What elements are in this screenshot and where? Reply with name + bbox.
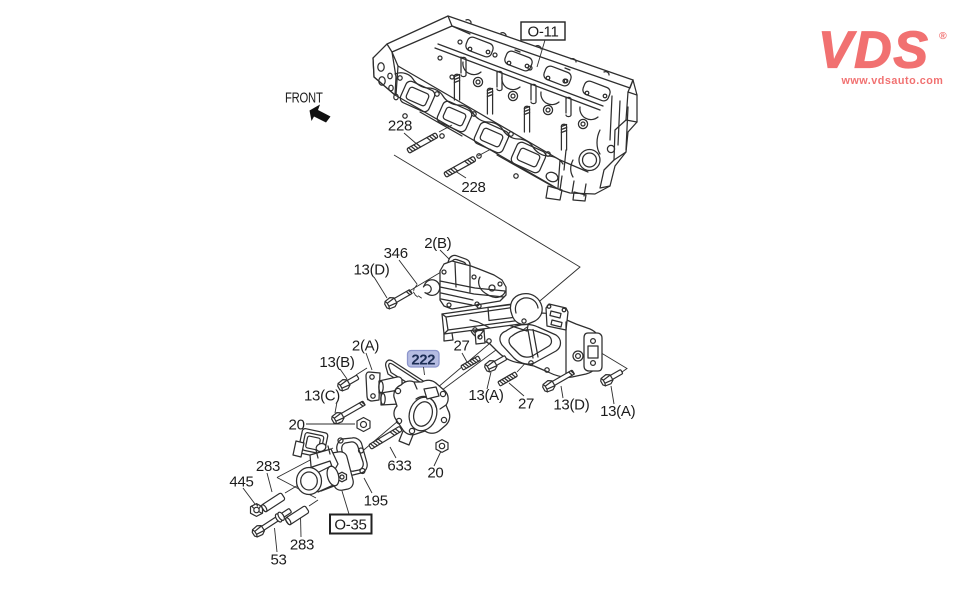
svg-text:®: ® <box>939 30 947 42</box>
svg-text:13(A): 13(A) <box>468 387 503 404</box>
svg-text:20: 20 <box>289 417 305 434</box>
svg-text:20: 20 <box>427 465 443 482</box>
svg-text:283: 283 <box>290 537 314 554</box>
svg-text:VDS: VDS <box>818 22 929 80</box>
svg-text:283: 283 <box>256 458 280 475</box>
svg-text:FRONT: FRONT <box>285 89 323 106</box>
svg-text:13(C): 13(C) <box>304 388 340 405</box>
svg-text:13(A): 13(A) <box>600 403 635 420</box>
svg-text:2(B): 2(B) <box>424 235 451 252</box>
svg-text:2(A): 2(A) <box>352 338 379 355</box>
svg-text:27: 27 <box>518 396 534 413</box>
svg-text:13(B): 13(B) <box>319 354 354 371</box>
svg-text:www.vdsauto.com: www.vdsauto.com <box>841 75 944 87</box>
svg-text:228: 228 <box>388 118 412 135</box>
svg-text:195: 195 <box>364 493 388 510</box>
svg-text:228: 228 <box>461 179 485 196</box>
svg-text:445: 445 <box>229 474 253 491</box>
svg-text:346: 346 <box>384 245 408 262</box>
svg-text:27: 27 <box>453 338 469 355</box>
svg-text:222: 222 <box>411 351 435 368</box>
svg-text:13(D): 13(D) <box>553 397 589 414</box>
svg-text:O-11: O-11 <box>527 24 558 41</box>
svg-text:633: 633 <box>387 458 411 475</box>
svg-text:53: 53 <box>270 552 286 569</box>
svg-text:O-35: O-35 <box>334 517 366 534</box>
svg-text:13(D): 13(D) <box>353 262 389 279</box>
